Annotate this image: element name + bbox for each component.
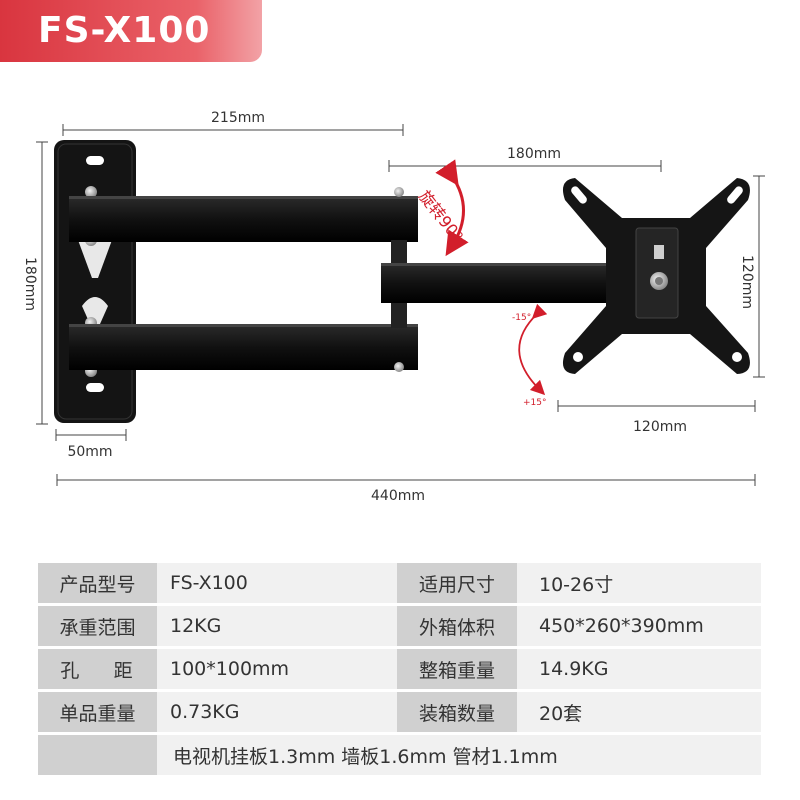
spec-value: 20套: [517, 692, 761, 732]
spec-label: 外箱体积: [397, 606, 517, 646]
dim-label-top-width: 215mm: [211, 110, 265, 126]
spec-value: FS-X100: [157, 563, 397, 603]
spec-label: 整箱重量: [397, 649, 517, 689]
spec-value: 100*100mm: [157, 649, 397, 689]
tilt-indicator: -15° +15°: [512, 303, 548, 408]
dim-label-left-height: 180mm: [22, 257, 38, 311]
spec-row-material: 电视机挂板1.3mm 墙板1.6mm 管材1.1mm: [38, 735, 761, 775]
dim-label-right-height: 120mm: [739, 255, 755, 309]
dim-label-plate-width: 120mm: [633, 419, 687, 435]
tilt-down-label: +15°: [523, 398, 547, 408]
spec-value: 0.73KG: [157, 692, 397, 732]
dimension-right-height: 120mm: [739, 175, 765, 378]
spec-row: 产品型号 FS-X100 适用尺寸 10-26寸: [38, 563, 761, 603]
spec-label: 适用尺寸: [397, 563, 517, 603]
dim-label-arm-reach: 180mm: [507, 146, 561, 162]
rotation-indicator: 旋转90°: [415, 159, 469, 257]
spec-row: 承重范围 12KG 外箱体积 450*260*390mm: [38, 606, 761, 646]
spec-value: 10-26寸: [517, 563, 761, 603]
dimension-total-length: 440mm: [56, 474, 756, 504]
model-title: FS-X100: [38, 10, 211, 51]
rotation-label: 旋转90°: [415, 187, 467, 246]
wall-plate: [54, 140, 136, 423]
spec-label: 产品型号: [38, 563, 157, 603]
tilt-up-label: -15°: [512, 313, 531, 323]
spec-label: 单品重量: [38, 692, 157, 732]
spec-value: 450*260*390mm: [517, 606, 761, 646]
spec-row: 单品重量 0.73KG 装箱数量 20套: [38, 692, 761, 732]
spec-row: 孔 距 100*100mm 整箱重量 14.9KG: [38, 649, 761, 689]
upper-arm: [69, 196, 418, 242]
dim-label-total-length: 440mm: [371, 488, 425, 504]
dimension-top-width: 215mm: [62, 110, 404, 136]
spec-label-empty: [38, 735, 157, 775]
spec-value: 12KG: [157, 606, 397, 646]
dimension-base-width: 50mm: [55, 429, 127, 460]
dim-label-base-width: 50mm: [67, 444, 112, 460]
dimension-plate-width: 120mm: [557, 400, 756, 435]
model-badge: FS-X100: [0, 0, 262, 62]
dimension-arm-reach: 180mm: [388, 146, 662, 172]
spec-value: 14.9KG: [517, 649, 761, 689]
dimension-left-height: 180mm: [22, 141, 48, 425]
spec-label: 装箱数量: [397, 692, 517, 732]
lower-arm: [69, 324, 418, 370]
product-diagram: 215mm 180mm 180mm 120mm 120mm 50mm: [22, 110, 765, 504]
material-note: 电视机挂板1.3mm 墙板1.6mm 管材1.1mm: [157, 735, 761, 775]
spec-label: 孔 距: [38, 649, 157, 689]
short-arm: [381, 263, 613, 303]
vesa-plate: [562, 178, 750, 374]
spec-label: 承重范围: [38, 606, 157, 646]
spec-table: 产品型号 FS-X100 适用尺寸 10-26寸 承重范围 12KG 外箱体积 …: [38, 563, 761, 778]
